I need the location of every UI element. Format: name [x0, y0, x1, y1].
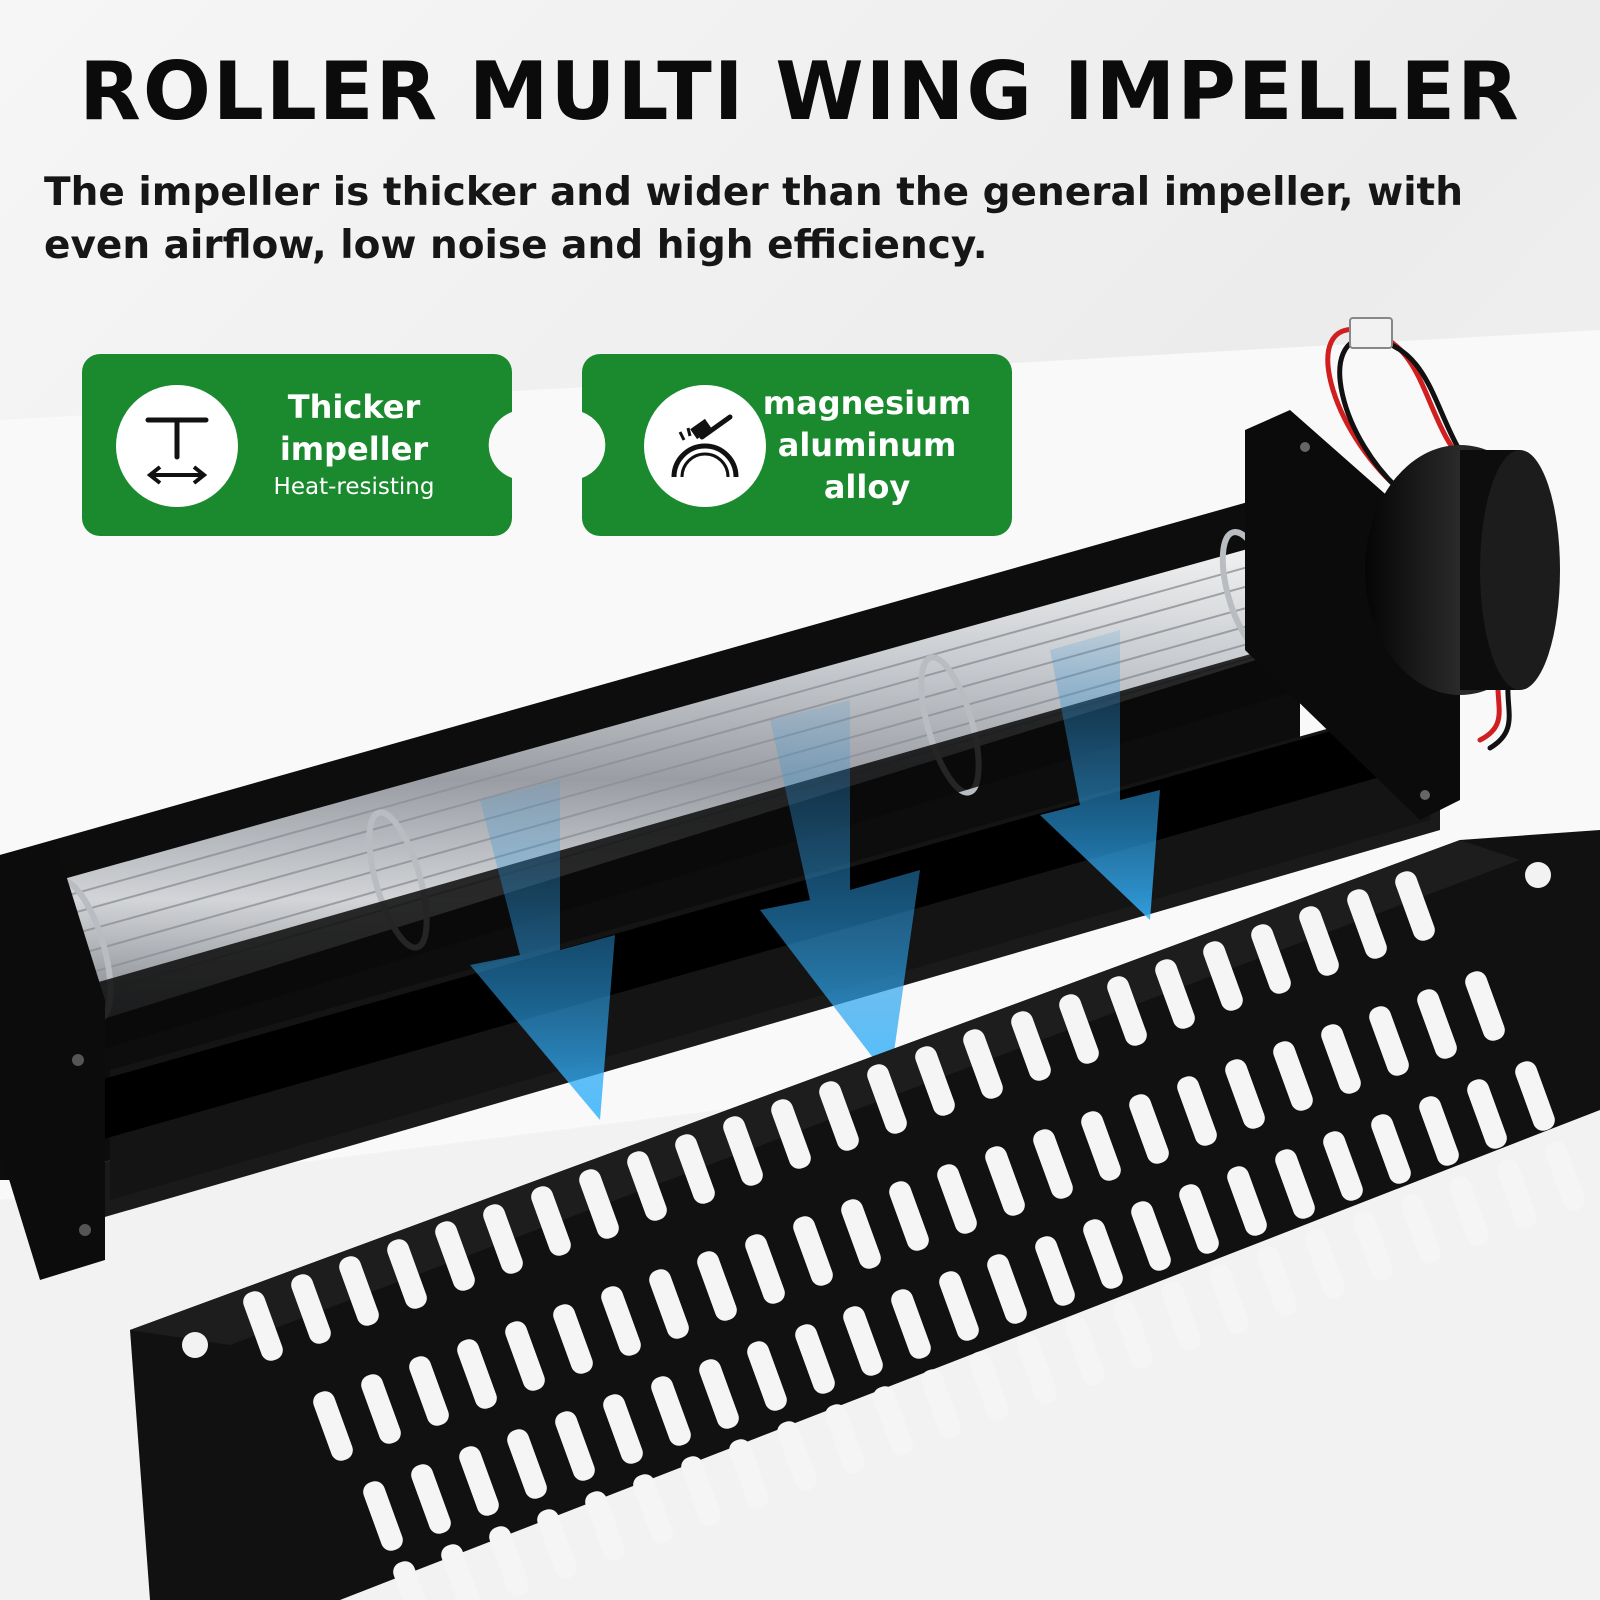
- hammer-forging-icon: [644, 385, 766, 507]
- description-text: The impeller is thicker and wider than t…: [44, 170, 1463, 268]
- feature-line: aluminum: [777, 426, 957, 464]
- feature-badge-thicker-impeller: Thicker impeller Heat-resisting: [82, 354, 512, 536]
- thickness-arrow-icon: [116, 385, 238, 507]
- fan-motor: [1365, 445, 1560, 695]
- feature-line: impeller: [279, 430, 429, 468]
- feature-text: magnesium aluminum alloy: [762, 382, 972, 508]
- page-title: ROLLER MULTI WING IMPELLER: [79, 45, 1521, 138]
- feature-badge-magnesium-alloy: magnesium aluminum alloy: [582, 354, 1012, 536]
- feature-caption: Heat-resisting: [273, 474, 435, 500]
- perforated-grille-cover: [130, 830, 1600, 1600]
- feature-line: magnesium: [762, 384, 972, 422]
- feature-text: Thicker impeller Heat-resisting: [254, 386, 454, 504]
- feature-line: alloy: [823, 468, 911, 506]
- feature-line: Thicker: [287, 388, 421, 426]
- airflow-arrows: [470, 630, 1160, 1120]
